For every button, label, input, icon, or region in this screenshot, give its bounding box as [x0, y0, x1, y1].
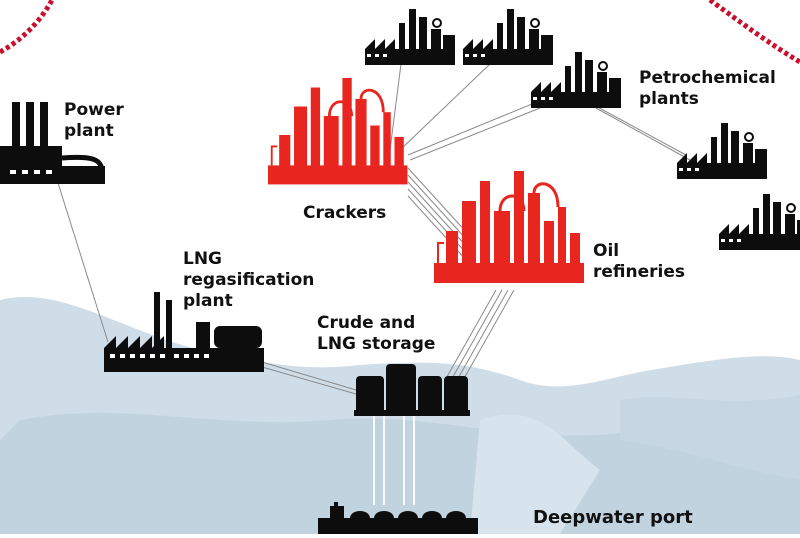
deepwater-port-label: Deepwater port — [533, 507, 693, 528]
storage-label: Crude and LNG storage — [317, 313, 436, 354]
petrochemical-plants-label: Petrochemical plants — [639, 68, 776, 109]
power-plant-label: Power plant — [64, 100, 124, 141]
lng-regasification-plant-icon — [104, 292, 264, 372]
petrochemical-plant-icon — [462, 8, 554, 66]
lng-regasification-label: LNG regasification plant — [183, 249, 315, 311]
border-arc-right — [708, 0, 800, 65]
oil-refineries-label: Oil refineries — [593, 241, 686, 282]
petrochemical-plant-icon — [364, 8, 456, 66]
petrochemical-plant-icon — [718, 193, 800, 251]
crackers-label: Crackers — [303, 203, 387, 223]
border-arc-left — [0, 0, 55, 55]
storage-tanks-icon — [354, 364, 470, 416]
oil-refinery-icon — [432, 169, 586, 285]
power-plant-icon — [0, 102, 105, 184]
petrochemical-plant-icon — [676, 122, 768, 180]
crackers-icon — [266, 76, 409, 186]
lng-ship-icon — [318, 502, 478, 536]
